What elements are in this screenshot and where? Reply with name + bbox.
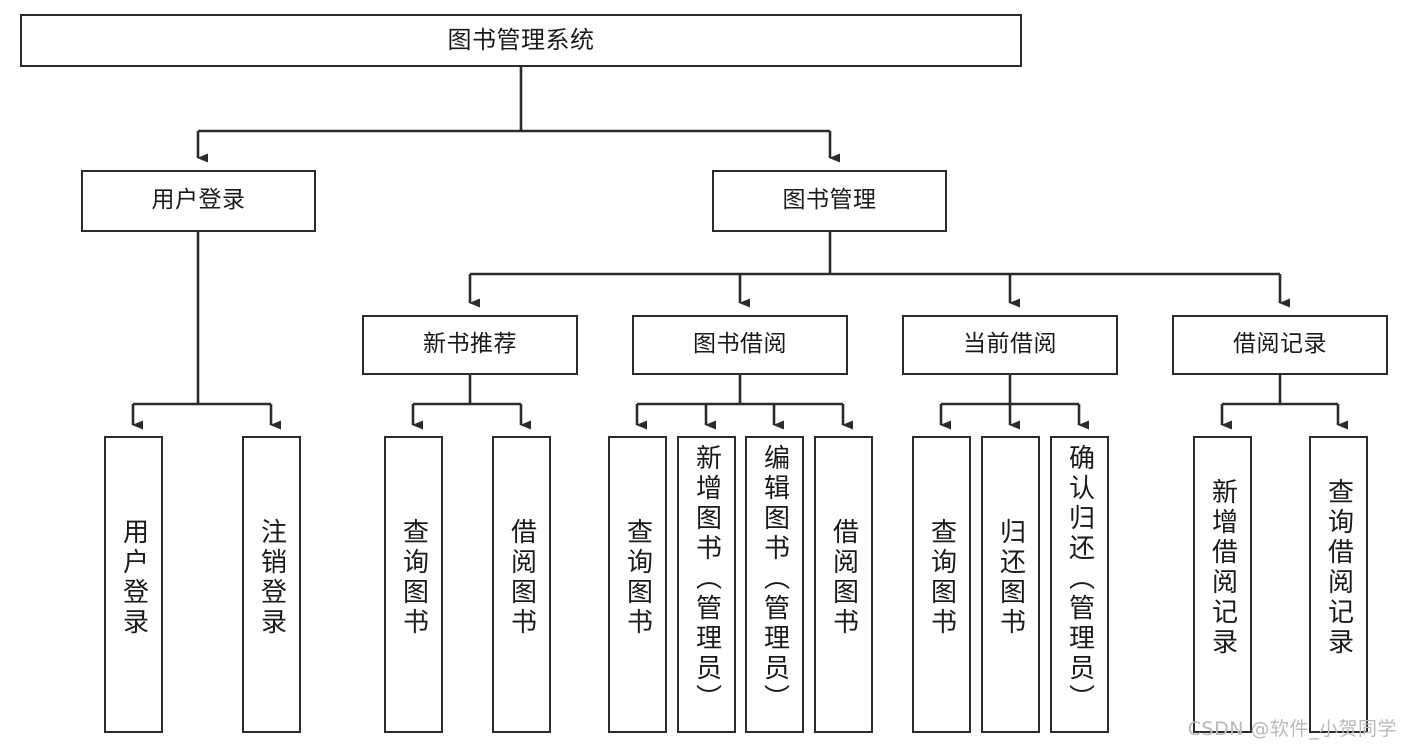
- node-book-management[interactable]: 图书管理: [712, 170, 947, 232]
- leaf-borrow-book-borrow[interactable]: 借阅图书: [814, 436, 873, 733]
- node-label: 查询图书: [926, 518, 957, 638]
- node-label: 查询借阅记录: [1323, 478, 1354, 658]
- leaf-user-login[interactable]: 用户登录: [104, 436, 163, 733]
- node-label: 归还图书: [995, 518, 1026, 638]
- node-label: 查询图书: [622, 518, 653, 638]
- leaf-confirm-return-admin[interactable]: 确认归还（管理员）: [1050, 436, 1109, 733]
- node-label: 当前借阅: [963, 331, 1057, 358]
- leaf-return-book[interactable]: 归还图书: [981, 436, 1040, 733]
- node-label: 新书推荐: [423, 331, 517, 358]
- node-label: 注销登录: [256, 518, 287, 638]
- leaf-edit-book-admin[interactable]: 编辑图书（管理员）: [745, 436, 804, 733]
- leaf-query-book-new[interactable]: 查询图书: [384, 436, 443, 733]
- node-label: 图书借阅: [693, 331, 787, 358]
- node-label: 图书管理系统: [447, 26, 595, 55]
- leaf-query-book-borrow[interactable]: 查询图书: [608, 436, 667, 733]
- node-label: 图书管理: [782, 187, 877, 214]
- node-label: 借阅图书: [506, 518, 537, 638]
- node-book-borrow[interactable]: 图书借阅: [632, 315, 848, 375]
- leaf-query-borrow-record[interactable]: 查询借阅记录: [1309, 436, 1368, 733]
- node-current-borrow[interactable]: 当前借阅: [902, 315, 1118, 375]
- leaf-add-book-admin[interactable]: 新增图书（管理员）: [677, 436, 736, 733]
- watermark-text: CSDN @软件_小贺同学: [1187, 718, 1397, 740]
- leaf-add-borrow-record[interactable]: 新增借阅记录: [1193, 436, 1252, 733]
- node-label: 编辑图书（管理员）: [759, 444, 790, 714]
- leaf-query-book-current[interactable]: 查询图书: [912, 436, 971, 733]
- node-root-book-management-system[interactable]: 图书管理系统: [20, 14, 1022, 67]
- node-label: 新增图书（管理员）: [691, 444, 722, 714]
- leaf-logout[interactable]: 注销登录: [242, 436, 301, 733]
- node-label: 确认归还（管理员）: [1064, 444, 1095, 714]
- node-label: 查询图书: [398, 518, 429, 638]
- node-label: 新增借阅记录: [1207, 478, 1238, 658]
- leaf-borrow-book-new[interactable]: 借阅图书: [492, 436, 551, 733]
- node-label: 用户登录: [118, 518, 149, 638]
- node-new-book-recommendation[interactable]: 新书推荐: [362, 315, 578, 375]
- node-borrow-record[interactable]: 借阅记录: [1172, 315, 1388, 375]
- node-user-login[interactable]: 用户登录: [81, 170, 316, 232]
- node-label: 用户登录: [151, 187, 246, 214]
- node-label: 借阅记录: [1233, 331, 1327, 358]
- node-label: 借阅图书: [828, 518, 859, 638]
